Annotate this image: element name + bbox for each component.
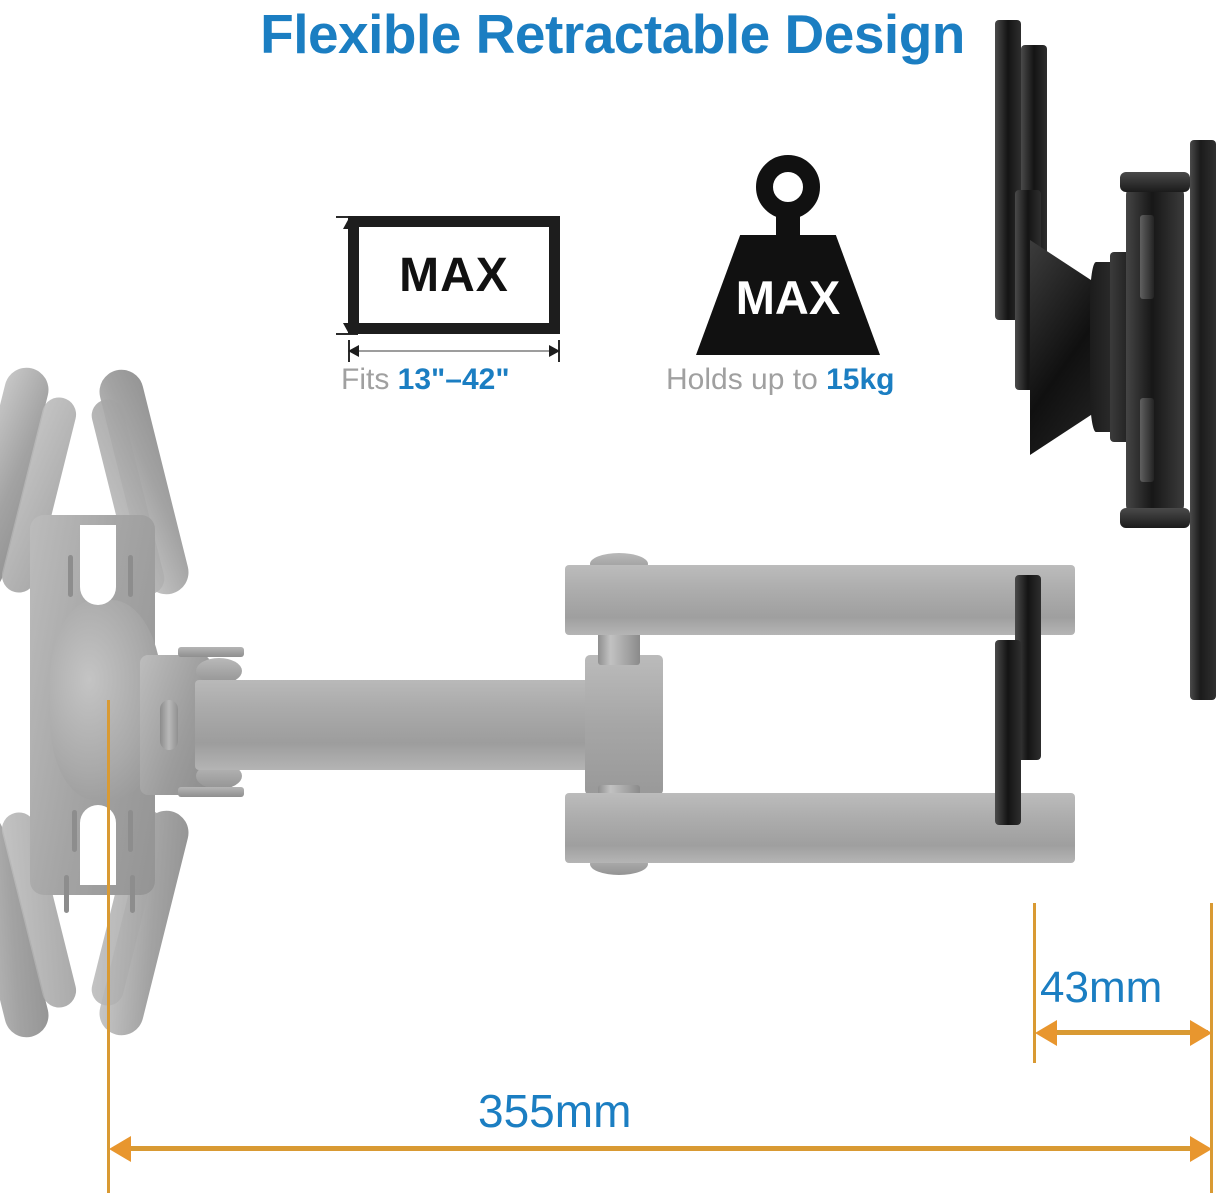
dim-arrow-355mm-left-icon bbox=[109, 1136, 131, 1162]
bracket-lower-notch bbox=[80, 805, 116, 885]
tv-screen-icon bbox=[348, 216, 560, 334]
dim-arrow-43mm-right-icon bbox=[1190, 1020, 1212, 1046]
screen-size-caption-prefix: Fits bbox=[341, 363, 398, 396]
dim-label-355mm: 355mm bbox=[478, 1085, 632, 1137]
dim-arrow-355mm-right-icon bbox=[1190, 1136, 1212, 1162]
pivot-barrel bbox=[1126, 185, 1184, 515]
weight-max-label: MAX bbox=[735, 271, 841, 324]
guide-line-355mm-right bbox=[1210, 1063, 1213, 1193]
bracket-slot bbox=[72, 810, 77, 852]
guide-line-43mm-left bbox=[1033, 903, 1036, 1063]
tilt-bracket-lower-outer bbox=[995, 640, 1021, 825]
pivot-barrel-cap-top bbox=[1120, 172, 1190, 192]
guide-line-43mm-right bbox=[1210, 903, 1213, 1063]
screen-dim-arrow-right-icon bbox=[549, 345, 560, 357]
screen-size-caption-value: 13"–42" bbox=[397, 363, 510, 396]
bracket-slot bbox=[64, 875, 69, 913]
bracket-slot bbox=[128, 555, 133, 597]
extension-arm bbox=[195, 680, 635, 770]
pivot-barrel-slot-upper bbox=[1140, 215, 1154, 299]
wall-plate bbox=[1190, 140, 1216, 700]
wall-mount-mechanism bbox=[985, 0, 1225, 825]
dim-label-43mm: 43mm bbox=[1040, 963, 1163, 1012]
weight-caption: Holds up to 15kg bbox=[666, 363, 894, 397]
pivot-barrel-cap-bottom bbox=[1120, 508, 1190, 528]
weight-caption-value: 15kg bbox=[826, 363, 895, 396]
pivot-barrel-slot-lower bbox=[1140, 398, 1154, 482]
bracket-slot bbox=[128, 810, 133, 852]
bracket-slot bbox=[68, 555, 73, 597]
dim-line-355mm bbox=[114, 1146, 1206, 1151]
product-illustration bbox=[0, 355, 1225, 1075]
upper-arm-bar bbox=[565, 565, 1075, 635]
screen-max-label: MAX bbox=[399, 248, 509, 302]
joint-screw-bottom bbox=[178, 787, 244, 797]
lower-arm-bar bbox=[565, 793, 1075, 863]
joint-screw-top bbox=[178, 647, 244, 657]
screen-width-dim-line bbox=[350, 350, 558, 352]
mid-joint-block bbox=[585, 655, 663, 795]
dim-arrow-43mm-left-icon bbox=[1035, 1020, 1057, 1046]
bracket-upper-notch bbox=[80, 525, 116, 605]
dim-line-43mm bbox=[1040, 1030, 1208, 1035]
weight-caption-prefix: Holds up to bbox=[666, 363, 827, 396]
joint-cap-top bbox=[196, 658, 242, 684]
screen-dim-tick-bottom bbox=[336, 333, 358, 335]
screen-dim-arrow-left-icon bbox=[348, 345, 359, 357]
vesa-swivel-pin bbox=[160, 700, 178, 750]
guide-line-355mm-left bbox=[107, 700, 110, 1193]
weight-icon: MAX bbox=[690, 155, 930, 355]
bracket-slot bbox=[130, 875, 135, 913]
screen-dim-tick-top bbox=[336, 216, 358, 218]
page-title: Flexible Retractable Design bbox=[260, 3, 965, 65]
screen-size-caption: Fits 13"–42" bbox=[341, 363, 510, 397]
